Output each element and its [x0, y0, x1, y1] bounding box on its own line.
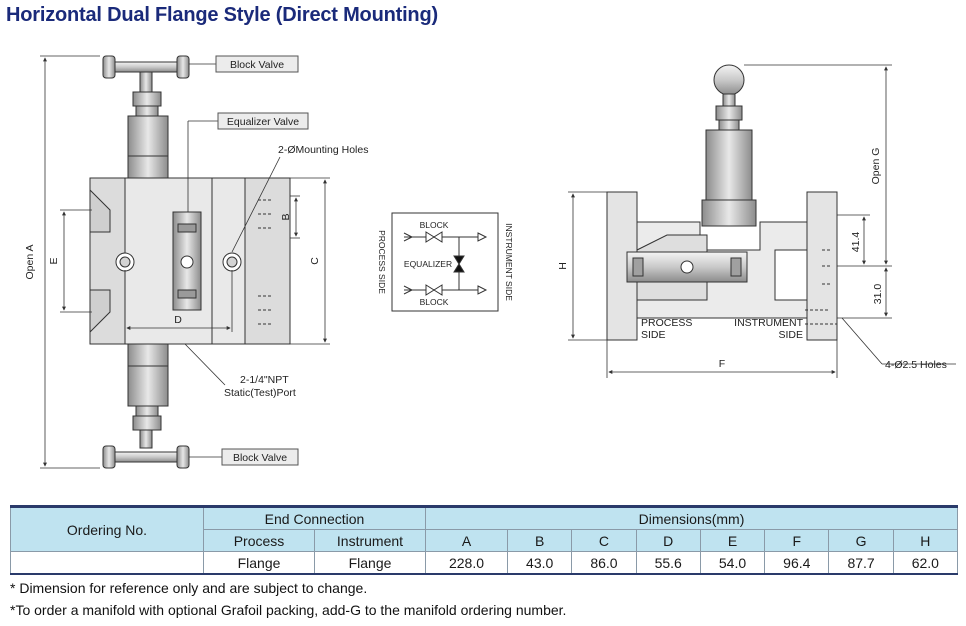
schematic-instrument-side: INSTRUMENT SIDE — [504, 223, 514, 301]
top-handle-bar — [114, 61, 178, 73]
side-process-line1: PROCESS — [641, 317, 692, 329]
dim-e: E — [48, 257, 60, 264]
header-instrument: Instrument — [314, 529, 426, 552]
callout-flange-holes: 4-Ø2.5 Holes — [885, 359, 947, 371]
dim-31-0: 31.0 — [872, 284, 884, 305]
cell-ordering-no — [10, 551, 204, 575]
callout-npt-line1: 2-1/4"NPT — [240, 374, 289, 386]
page-title: Horizontal Dual Flange Style (Direct Mou… — [6, 4, 438, 26]
cell-process: Flange — [203, 551, 315, 575]
header-end-connection: End Connection — [203, 505, 426, 530]
side-instrument-line2: SIDE — [778, 329, 803, 341]
dim-f: F — [719, 358, 725, 370]
header-dim-f: F — [764, 529, 830, 552]
dim-d: D — [174, 314, 182, 326]
cell-instrument: Flange — [314, 551, 426, 575]
cell-g: 87.7 — [828, 551, 894, 575]
dim-h: H — [557, 262, 569, 270]
dim-41-4: 41.4 — [850, 232, 862, 253]
schematic-equalizer: EQUALIZER — [404, 259, 452, 269]
schematic-block-bottom: BLOCK — [420, 297, 449, 307]
cell-b: 43.0 — [507, 551, 573, 575]
side-process-line2: SIDE — [641, 329, 666, 341]
note-grafoil: *To order a manifold with optional Grafo… — [10, 602, 567, 618]
svg-text:Block Valve: Block Valve — [230, 59, 284, 71]
schematic-diagram — [391, 212, 499, 312]
callout-block-valve-top: Block Valve — [215, 55, 299, 73]
schematic-process-side: PROCESS SIDE — [377, 230, 387, 294]
dimensions-table: Ordering No. End Connection Dimensions(m… — [10, 505, 959, 575]
cell-a: 228.0 — [424, 551, 509, 575]
header-dim-g: G — [828, 529, 894, 552]
cell-f: 96.4 — [764, 551, 830, 575]
callout-mounting-holes: 2-ØMounting Holes — [278, 144, 368, 156]
dim-c: C — [309, 257, 321, 265]
bottom-handle-right-knob — [176, 445, 190, 469]
header-dim-h: H — [892, 529, 959, 552]
header-dim-b: B — [507, 529, 573, 552]
schematic-block-top: BLOCK — [420, 220, 449, 230]
svg-text:Block Valve: Block Valve — [233, 452, 287, 464]
note-reference: * Dimension for reference only and are s… — [10, 580, 368, 596]
technical-drawing: Block Valve Equalizer Valve 2-ØMounting … — [24, 55, 956, 469]
top-handle-left-knob — [102, 55, 116, 79]
table-row: Flange Flange 228.0 43.0 86.0 55.6 54.0 … — [10, 551, 959, 575]
side-view — [606, 64, 838, 341]
cell-e: 54.0 — [699, 551, 766, 575]
cell-h: 62.0 — [892, 551, 959, 575]
header-dim-c: C — [571, 529, 637, 552]
header-dim-d: D — [635, 529, 701, 552]
dim-b: B — [280, 213, 292, 220]
dim-open-g: Open G — [870, 148, 882, 185]
header-dim-e: E — [699, 529, 766, 552]
header-ordering-no: Ordering No. — [10, 505, 204, 552]
svg-text:Equalizer Valve: Equalizer Valve — [227, 116, 299, 128]
cell-c: 86.0 — [571, 551, 637, 575]
bottom-handle-left-knob — [102, 445, 116, 469]
top-handle-right-knob — [176, 55, 190, 79]
cell-d: 55.6 — [635, 551, 701, 575]
callout-npt-line2: Static(Test)Port — [224, 387, 296, 399]
dim-open-a: Open A — [24, 244, 36, 279]
side-handle-knob — [713, 64, 745, 96]
callout-block-valve-bottom: Block Valve — [221, 448, 299, 466]
callout-equalizer-valve: Equalizer Valve — [217, 112, 309, 130]
front-view — [89, 55, 291, 469]
header-dimensions: Dimensions(mm) — [425, 505, 958, 530]
side-instrument-line1: INSTRUMENT — [734, 317, 803, 329]
header-dim-a: A — [424, 529, 509, 552]
bottom-handle-bar — [114, 451, 178, 463]
header-process: Process — [203, 529, 315, 552]
